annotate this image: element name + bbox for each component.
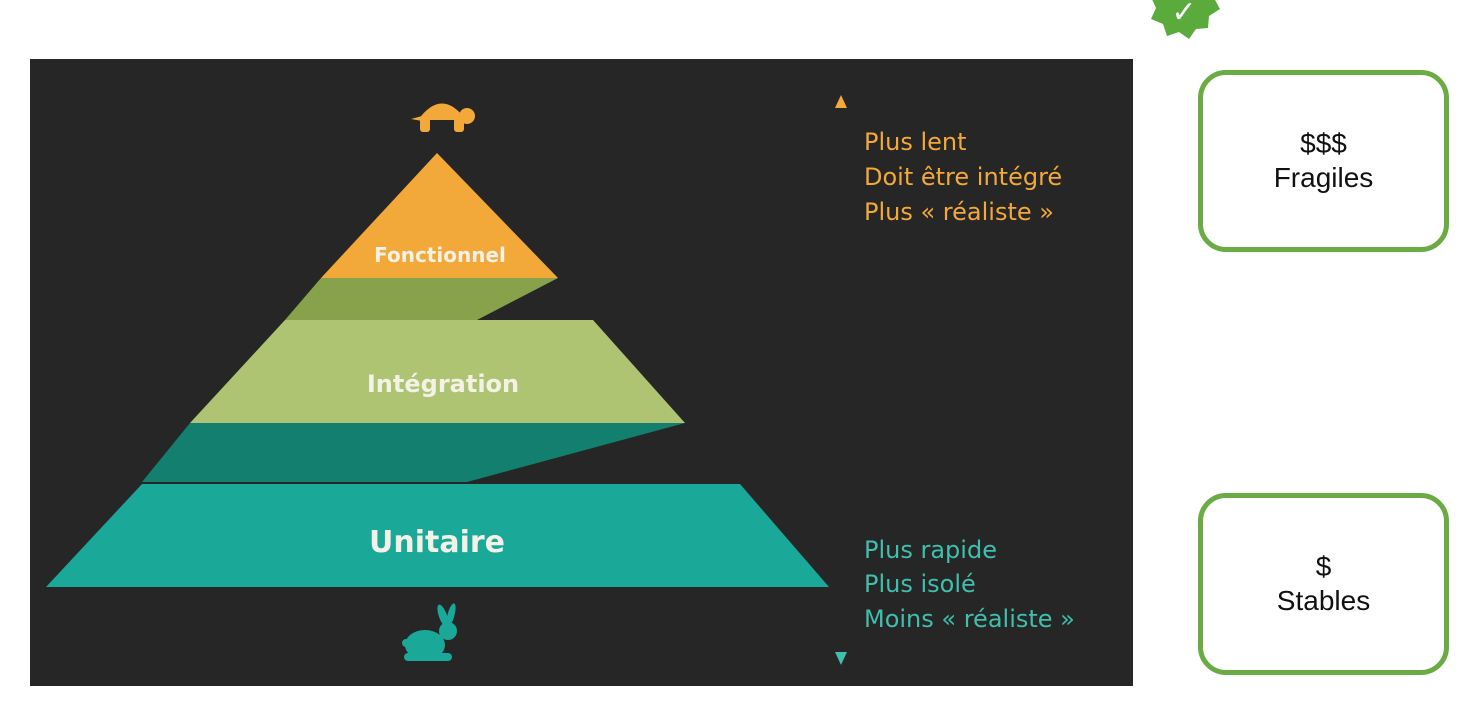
- cost-card-bottom-cost: $: [1315, 551, 1332, 582]
- cost-card-bottom: $ Stables: [1198, 493, 1449, 675]
- cost-card-bottom-label: Stables: [1276, 585, 1371, 616]
- bottom-note-2: Plus isolé: [864, 570, 976, 598]
- check-glyph: ✓: [1171, 0, 1196, 30]
- test-pyramid-diagram: Fonctionnel Intégration Unitaire: [46, 95, 1075, 665]
- speed-scale-arrow: [835, 95, 847, 665]
- top-note-1: Plus lent: [864, 128, 967, 156]
- top-note-3: Plus « réaliste »: [864, 198, 1054, 226]
- top-note-2: Doit être intégré: [864, 163, 1062, 191]
- connector-band-lower: [142, 423, 685, 482]
- layer-label-fonctionnel: Fonctionnel: [374, 243, 506, 267]
- connector-band-upper: [285, 278, 558, 320]
- cost-card-top-label: Fragiles: [1273, 162, 1374, 193]
- bottom-note-1: Plus rapide: [864, 536, 997, 564]
- layer-fonctionnel: [321, 153, 558, 278]
- cost-card-top-cost: $$$: [1300, 128, 1347, 159]
- rabbit-icon: [402, 603, 457, 661]
- turtle-icon: [411, 103, 475, 132]
- layer-label-unitaire: Unitaire: [369, 525, 505, 560]
- cost-card-top: $$$ Fragiles: [1198, 70, 1449, 252]
- layer-label-integration: Intégration: [367, 370, 519, 398]
- layer-unitaire: [46, 484, 829, 587]
- bottom-note-3: Moins « réaliste »: [864, 605, 1075, 633]
- pyramid-slide: Fonctionnel Intégration Unitaire: [30, 59, 1133, 686]
- layer-integration: [190, 320, 685, 423]
- check-badge-icon: ✓: [1139, 0, 1225, 56]
